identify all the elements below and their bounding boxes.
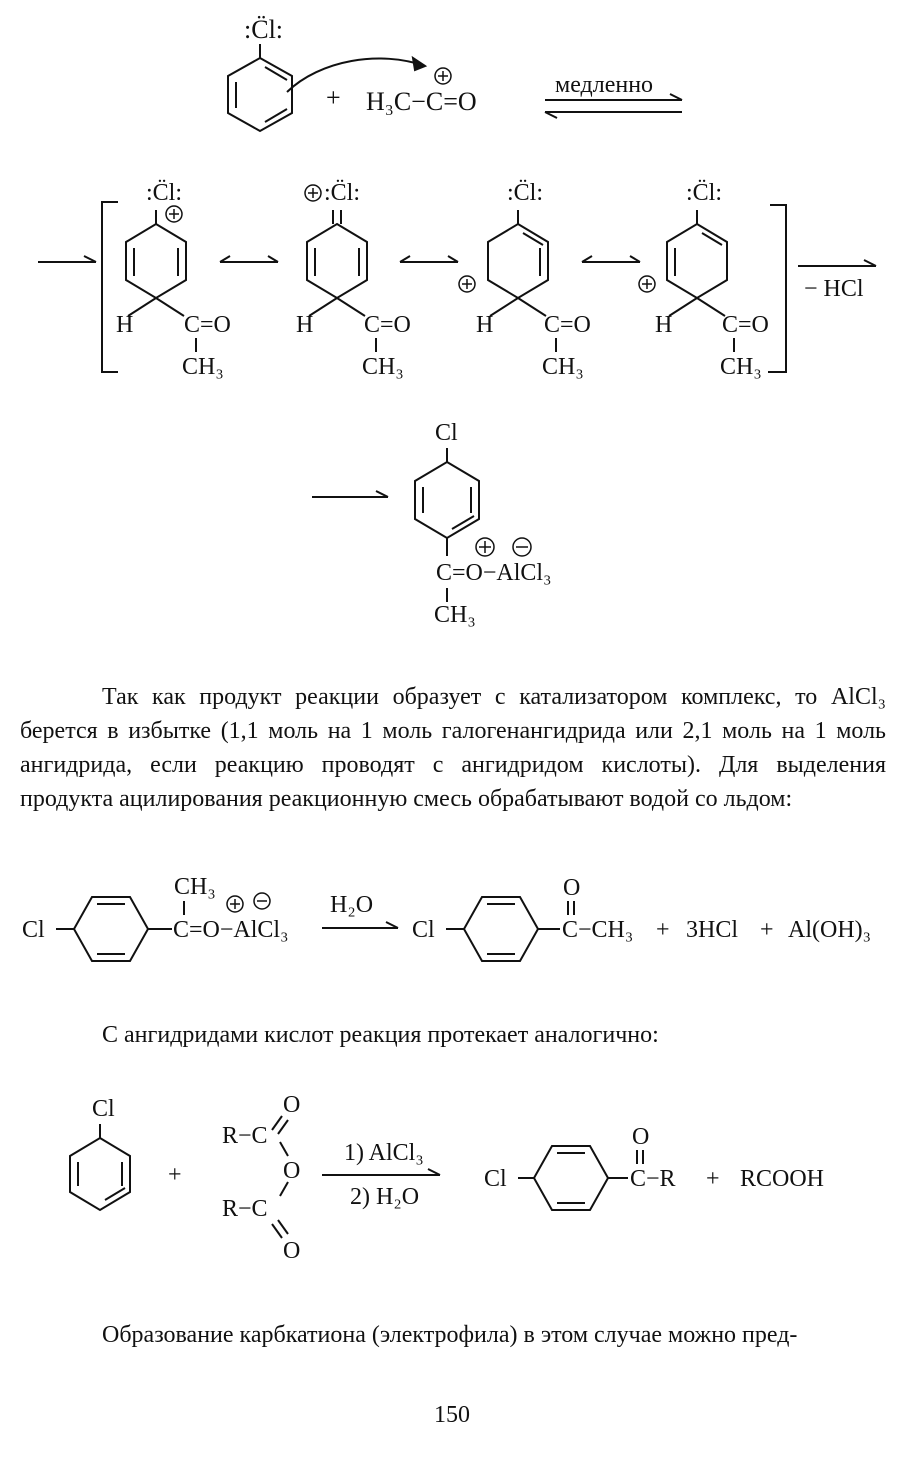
scheme-electrophile-attack: :C̈l: + H₃C−C=O медленно (227, 15, 683, 133)
bridging-oxygen: O (283, 1158, 300, 1184)
carbonyl-label: C=O (364, 312, 411, 338)
chlorine-label: Cl (484, 1166, 507, 1192)
paragraph-text: Образование карбкатиона (электрофила) в … (102, 1322, 798, 1348)
chlorine-label: Cl (22, 917, 45, 943)
anhydride-oxygen-top: O (283, 1092, 300, 1118)
paragraph-excess-catalyst: Так как продукт реакции образует с катал… (20, 680, 886, 816)
chlorine-lone-pairs: :C̈l: (686, 180, 722, 206)
chlorine-label: Cl (412, 917, 435, 943)
acylium-ion: H₃C−C=O (366, 87, 477, 116)
paragraph-anhydrides: С ангидридами кислот реакция протекает а… (20, 1018, 886, 1052)
carboxylic-acid: RCOOH (740, 1166, 824, 1192)
scheme-product-complex: Cl C=O−AlCl₃ CH₃ (312, 420, 551, 628)
acetyl-group: C−CH₃ (562, 917, 633, 943)
plus-sign: + (168, 1162, 182, 1188)
methyl-label: CH₃ (362, 354, 404, 380)
hydrogen-label: H (296, 312, 313, 338)
benzene-ring (532, 1145, 610, 1211)
chlorine-label: Cl (435, 420, 458, 446)
aluminum-hydroxide: Al(OH)₃ (788, 917, 871, 943)
attack-arrow (286, 57, 426, 93)
scheme-hydrolysis: Cl CH₃ C=O−AlCl₃ H₂O Cl O C−CH₃ + 3HCl +… (22, 874, 871, 962)
scheme-anhydride-acylation: Cl + O R−C O R−C O 1) AlCl₃ 2) H₂O Cl O … (69, 1092, 824, 1264)
methyl-label: CH₃ (720, 354, 762, 380)
benzene-ring (462, 896, 540, 962)
paragraph-carbocation: Образование карбкатиона (электрофила) в … (20, 1318, 886, 1352)
acyl-tail: C−R (630, 1166, 676, 1192)
complex-carbonyl: C=O−AlCl₃ (436, 560, 551, 586)
hydrogen-label: H (116, 312, 133, 338)
methyl-label: CH₃ (182, 354, 224, 380)
methyl-label: CH₃ (434, 602, 476, 628)
acyl-group-1: R−C (222, 1123, 268, 1149)
hydrogen-label: H (476, 312, 493, 338)
chlorine-lone-pairs: :C̈l: (507, 180, 543, 206)
step-2-condition: 2) H₂O (350, 1184, 419, 1210)
page-number: 150 (434, 1402, 470, 1428)
plus-sign: + (326, 83, 341, 112)
acyl-group-2: R−C (222, 1196, 268, 1222)
paragraph-text: Так как продукт реакции образует с катал… (20, 684, 886, 812)
eliminate-hcl-label: − HCl (804, 276, 864, 302)
plus-sign: + (656, 917, 670, 943)
ketone-oxygen: O (632, 1124, 649, 1150)
chlorine-positive: :C̈l: (324, 180, 360, 206)
benzene-ring (69, 1136, 131, 1212)
benzene-ring (72, 896, 150, 962)
anhydride-oxygen-bottom: O (283, 1238, 300, 1264)
carbonyl-label: C=O (184, 312, 231, 338)
water-reagent: H₂O (330, 892, 373, 918)
ketone-oxygen: O (563, 875, 580, 901)
plus-sign: + (706, 1166, 720, 1192)
paragraph-text: С ангидридами кислот реакция протекает а… (102, 1022, 659, 1048)
carbonyl-label: C=O (722, 312, 769, 338)
hcl-product: 3HCl (686, 917, 738, 943)
chlorine-lone-pairs: :C̈l: (244, 15, 283, 44)
methyl-label: CH₃ (542, 354, 584, 380)
complex-carbonyl: C=O−AlCl₃ (173, 917, 288, 943)
arrow-label-slowly: медленно (555, 72, 653, 98)
scheme-sigma-complex: :C̈l: H C=O CH₃ :C̈l: H C=O CH₃ :C̈l: H … (38, 180, 877, 380)
chlorine-lone-pairs: :C̈l: (146, 180, 182, 206)
plus-sign: + (760, 917, 774, 943)
chlorine-label: Cl (92, 1096, 115, 1122)
step-1-condition: 1) AlCl₃ (344, 1140, 424, 1166)
carbonyl-label: C=O (544, 312, 591, 338)
hydrogen-label: H (655, 312, 672, 338)
benzene-ring (414, 460, 480, 540)
methyl-label: CH₃ (174, 874, 216, 900)
benzene-ring (227, 56, 293, 133)
